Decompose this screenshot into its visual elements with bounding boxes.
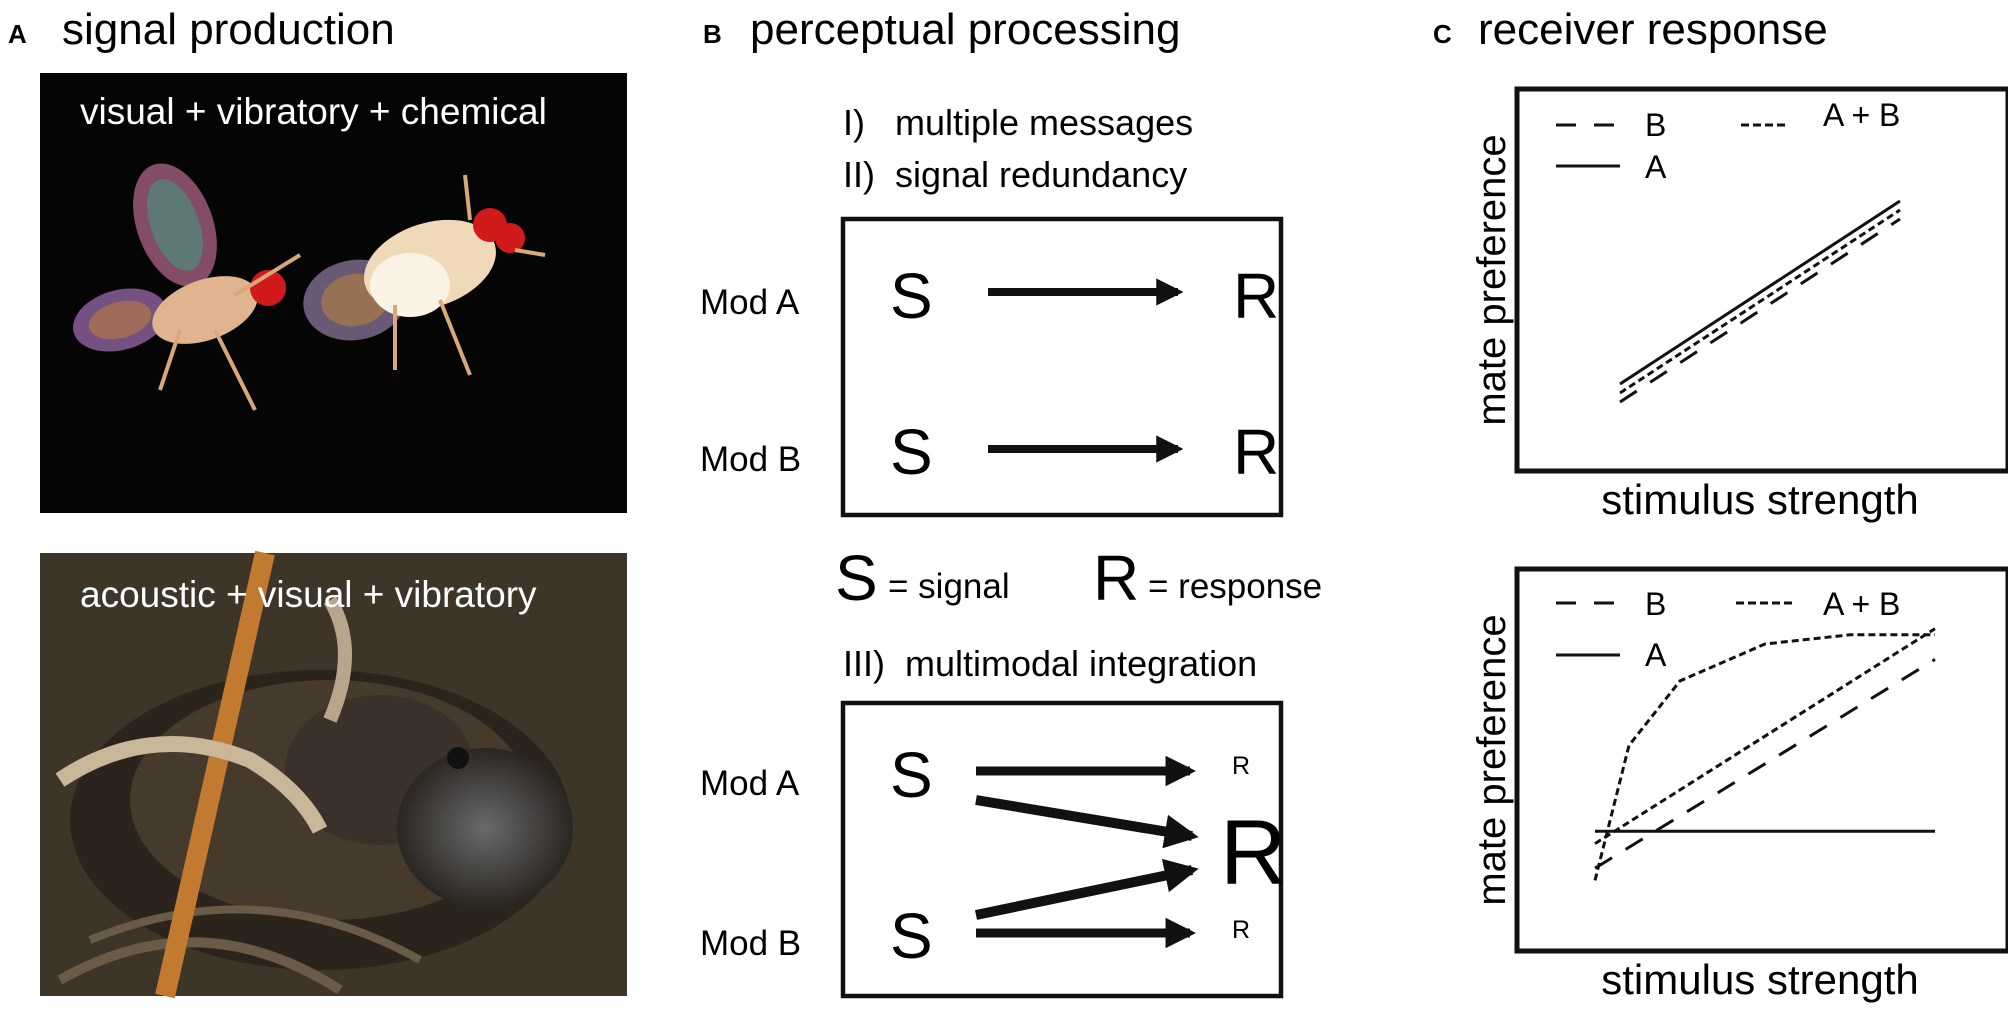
item-multimodal-integration: III) multimodal integration (843, 643, 1257, 684)
response-a-small: R (1232, 752, 1250, 780)
panel-c-letter: C (1433, 19, 1452, 49)
series-line-a-0 (1619, 199, 1901, 386)
legend-bottom-a-label: A (1645, 637, 1667, 673)
chart-top-ylabel: mate preference (1470, 134, 1514, 425)
series-line-ab-1 (1619, 208, 1901, 395)
chart-top: mate preference stimulus strength B A + … (1470, 86, 2008, 523)
legend-top-ab-label: A + B (1823, 97, 1900, 133)
panel-a-title: signal production (62, 5, 395, 54)
legend-bottom-b-label: B (1645, 586, 1666, 622)
signal-b-2: S (890, 900, 933, 972)
chart-bottom-plot (1593, 627, 1936, 881)
series-line-b-3 (1594, 658, 1936, 870)
box-integration (840, 700, 1284, 999)
panel-a: A signal production (8, 5, 627, 999)
photo-frog-caption: acoustic + visual + vibratory (80, 574, 537, 615)
response-b-small: R (1232, 916, 1250, 944)
photo-flies-caption: visual + vibratory + chemical (80, 91, 547, 132)
legend-r-letter: R (1093, 542, 1139, 614)
chart-top-xlabel: stimulus strength (1601, 476, 1918, 523)
panel-c: C receiver response mate preference stim… (1433, 5, 2008, 1003)
box-redundancy (840, 216, 1284, 518)
chart-top-plot (1619, 199, 1901, 404)
fly-left (72, 163, 302, 411)
response-b-1: R (1233, 416, 1279, 488)
mod-a-label-1: Mod A (700, 283, 800, 322)
chart-bottom-ylabel: mate preference (1470, 614, 1514, 905)
legend-r-text: = response (1148, 567, 1322, 606)
item-signal-redundancy: II) signal redundancy (843, 154, 1187, 195)
mod-b-label-2: Mod B (700, 924, 801, 963)
legend-top-b-label: B (1645, 107, 1666, 143)
panel-a-letter: A (8, 19, 27, 49)
legend-top-a-label: A (1645, 149, 1667, 185)
signal-a-2: S (890, 739, 933, 811)
photo-flies: visual + vibratory + chemical (40, 73, 627, 513)
signal-b-1: S (890, 416, 933, 488)
series-line-ab-1 (1593, 633, 1935, 881)
arrow-b-to-integrated (974, 858, 1199, 920)
chart-bottom-xlabel: stimulus strength (1601, 956, 1918, 1003)
mod-b-label-1: Mod B (700, 440, 801, 479)
panel-b: B perceptual processing I) multiple mess… (700, 5, 1322, 999)
fly-right (303, 174, 546, 376)
legend-s-letter: S (835, 542, 878, 614)
panel-c-title: receiver response (1478, 5, 1828, 54)
photo-frog: acoustic + visual + vibratory (40, 550, 627, 999)
series-line-b-2 (1619, 217, 1901, 404)
chart-bottom: mate preference stimulus strength B A + … (1470, 566, 2008, 1003)
mod-a-label-2: Mod A (700, 764, 800, 803)
signal-a-1: S (890, 260, 933, 332)
panel-b-title: perceptual processing (750, 5, 1180, 54)
response-a-1: R (1233, 260, 1279, 332)
item-multiple-messages: I) multiple messages (843, 102, 1193, 143)
series-line-ab-2 (1594, 627, 1936, 845)
panel-b-letter: B (703, 19, 722, 49)
legend-bottom-ab-label: A + B (1823, 586, 1900, 622)
legend-s-text: = signal (888, 567, 1010, 606)
chart-top-frame (1514, 86, 2008, 474)
chart-bottom-frame (1514, 566, 2008, 954)
arrow-a-to-integrated (975, 795, 1199, 849)
response-integrated: R (1220, 802, 1286, 904)
